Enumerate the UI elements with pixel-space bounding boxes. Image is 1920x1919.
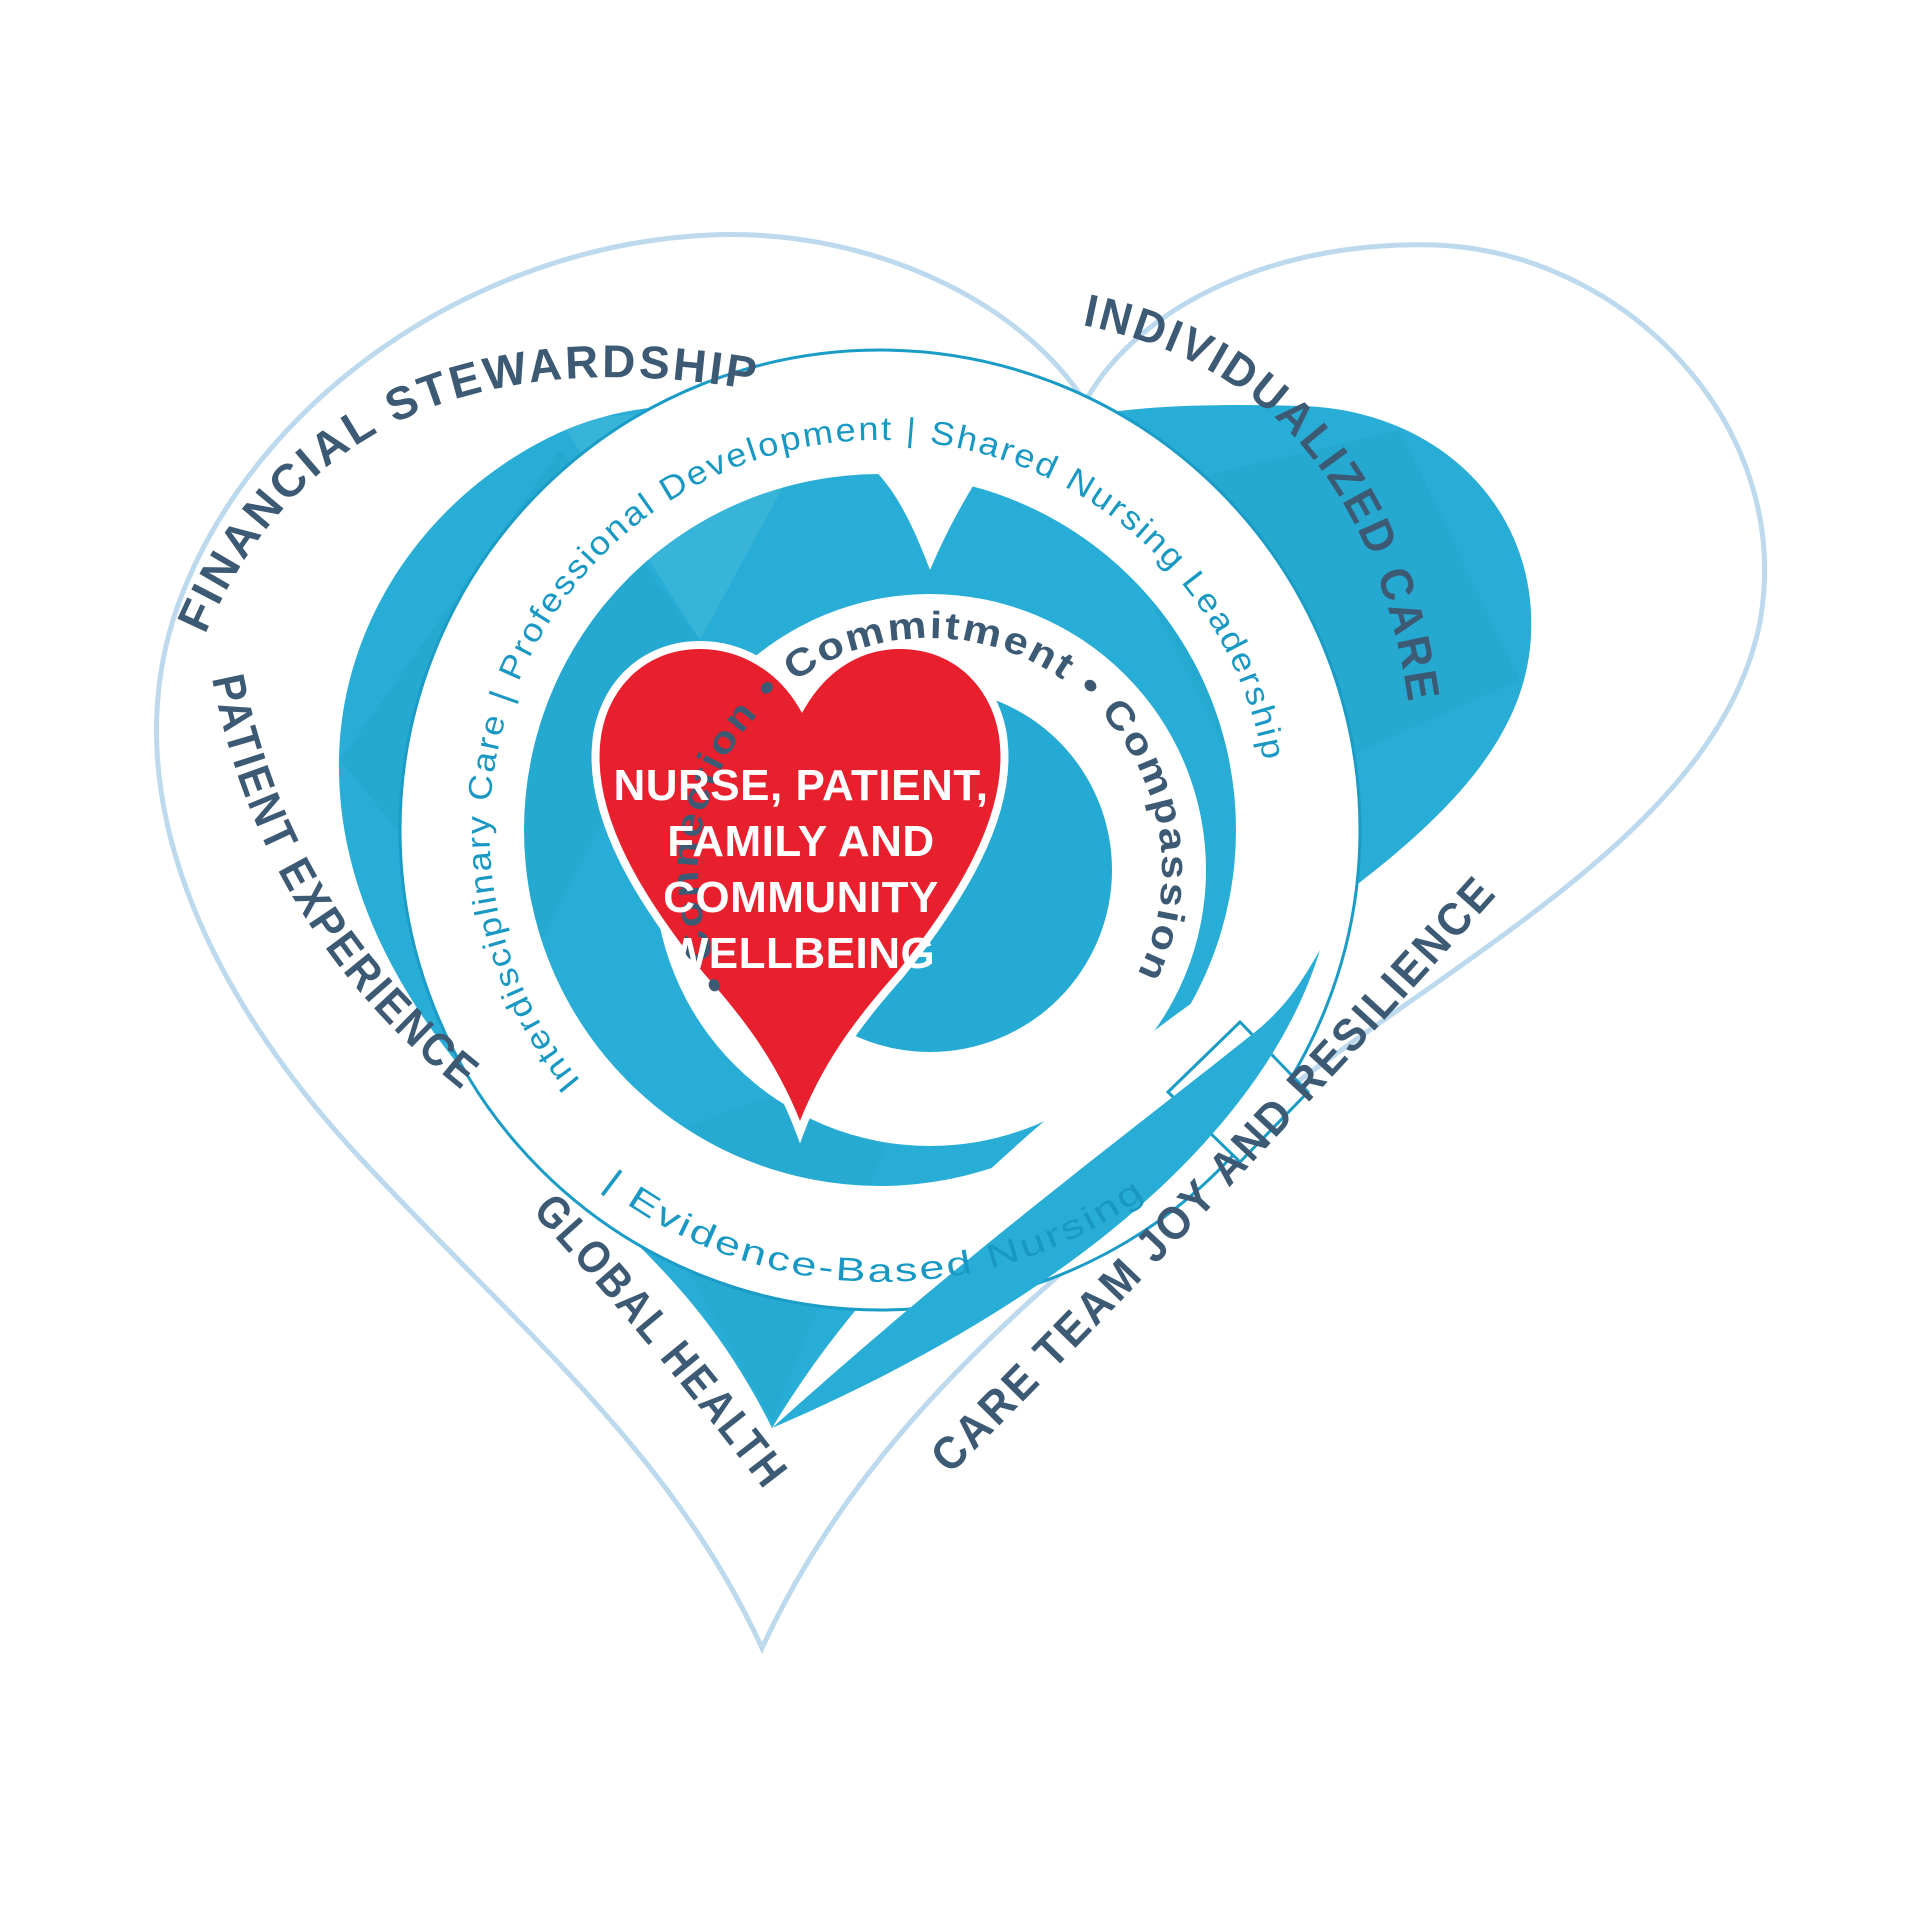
center-heart-line4: WELLBEING — [667, 929, 935, 978]
heart-bottom-right-crescent — [772, 950, 1320, 1428]
center-heart-text-block: NURSE, PATIENT, FAMILY AND COMMUNITY WEL… — [613, 761, 988, 978]
center-heart-line2: FAMILY AND — [667, 817, 934, 866]
center-red-heart — [591, 640, 1009, 1144]
center-heart-line3: COMMUNITY — [663, 873, 939, 922]
center-heart-line1: NURSE, PATIENT, — [613, 761, 988, 810]
ribbon-band-outer-edge — [398, 348, 1362, 1312]
